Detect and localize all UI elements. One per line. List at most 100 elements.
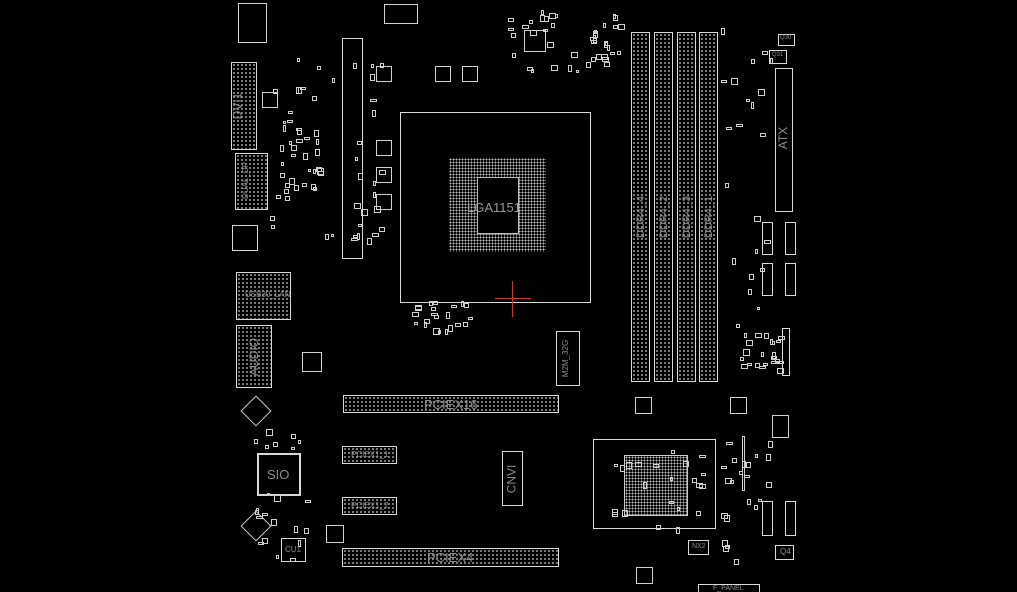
header[interactable] bbox=[785, 263, 796, 296]
smd-pad bbox=[312, 96, 318, 102]
smd-pad bbox=[274, 495, 282, 503]
cpu-socket[interactable]: LGA1151 bbox=[400, 112, 591, 303]
audio-connector[interactable]: AUDIO bbox=[236, 325, 272, 388]
smd-pad bbox=[270, 225, 275, 230]
smd-pad bbox=[771, 340, 775, 345]
smd-pad bbox=[455, 323, 462, 328]
pciex4-label: PCIEX4 bbox=[427, 550, 474, 565]
smd-pad bbox=[670, 450, 675, 455]
smd-pad bbox=[284, 182, 290, 188]
smd-pad bbox=[551, 22, 556, 28]
smd-pad bbox=[620, 464, 626, 472]
q31-chip[interactable]: Q31 bbox=[769, 50, 787, 64]
dimm-slot-1[interactable]: DDR4_1 bbox=[699, 32, 718, 382]
dimm-slot-2[interactable]: DDR4_2 bbox=[654, 32, 673, 382]
smd-pad bbox=[642, 482, 647, 490]
mosfet bbox=[376, 140, 392, 156]
header[interactable] bbox=[762, 222, 773, 255]
pciex1-2-slot[interactable]: PCIEX1_2 bbox=[342, 497, 397, 515]
smd-pad bbox=[656, 525, 662, 531]
f-panel-label: F_PANEL bbox=[713, 585, 744, 592]
pciex4-slot[interactable]: PCIEX4 bbox=[342, 548, 559, 567]
smd-pad bbox=[350, 237, 358, 241]
q4-chip[interactable]: Q4 bbox=[775, 545, 794, 560]
smd-pad bbox=[317, 66, 321, 71]
smd-pad bbox=[311, 184, 317, 191]
smd-pad bbox=[511, 33, 517, 39]
smd-pad bbox=[354, 156, 358, 161]
smd-pad bbox=[434, 315, 440, 320]
nx2-label: NX2 bbox=[692, 543, 706, 550]
header[interactable] bbox=[762, 501, 773, 536]
smd-pad bbox=[331, 77, 335, 83]
m2-slot[interactable]: M2M_32G bbox=[556, 331, 580, 386]
smd-pad bbox=[255, 515, 263, 519]
usb-lan-connector[interactable]: USB30_LAN bbox=[236, 272, 291, 320]
smd-pad bbox=[738, 470, 743, 475]
smd-pad bbox=[611, 512, 618, 518]
smd-pad bbox=[270, 215, 276, 221]
smd-pad bbox=[272, 442, 278, 448]
nx2-chip[interactable]: NX2 bbox=[688, 540, 709, 555]
pciex1-1-slot[interactable]: PCIEX1_1 bbox=[342, 446, 397, 464]
smd-pad bbox=[720, 80, 727, 84]
chip bbox=[384, 4, 418, 24]
smd-pad bbox=[313, 130, 319, 138]
header[interactable] bbox=[785, 222, 796, 255]
smd-pad bbox=[315, 138, 319, 145]
smd-pad bbox=[304, 528, 310, 535]
smd-pad bbox=[303, 152, 309, 160]
sio-chip[interactable]: SIO bbox=[257, 453, 301, 496]
smd-pad bbox=[261, 538, 268, 545]
f-panel-header[interactable]: F_PANEL bbox=[698, 584, 760, 592]
audio-label: AUDIO bbox=[247, 337, 262, 377]
smd-pad bbox=[287, 111, 293, 115]
smd-pad bbox=[590, 57, 596, 63]
smd-pad bbox=[304, 137, 311, 141]
atx-connector[interactable]: ATX bbox=[775, 68, 793, 212]
hdmi-connector[interactable] bbox=[232, 225, 258, 251]
smd-pad bbox=[264, 444, 269, 449]
smd-pad bbox=[610, 52, 616, 56]
dual-dp-connector[interactable]: DUAL_DP bbox=[235, 153, 268, 210]
q30-chip[interactable]: Q30 bbox=[778, 34, 795, 46]
pch-ball-grid bbox=[624, 455, 688, 516]
dimm-slot-3[interactable]: DDR4_3 bbox=[677, 32, 696, 382]
dimm-slot-4[interactable]: DDR4_4 bbox=[631, 32, 650, 382]
smd-pad bbox=[357, 172, 363, 180]
header[interactable] bbox=[782, 328, 790, 376]
smd-pad bbox=[614, 464, 619, 468]
vrm-strip[interactable] bbox=[342, 38, 363, 259]
smd-pad bbox=[275, 194, 281, 199]
smd-pad bbox=[293, 525, 298, 533]
smd-pad bbox=[379, 62, 384, 68]
smd-pad bbox=[735, 324, 740, 329]
cnvi-slot[interactable]: CNVI bbox=[502, 451, 523, 506]
smd-pad bbox=[770, 356, 777, 361]
header[interactable] bbox=[762, 263, 773, 296]
smd-pad bbox=[283, 189, 289, 195]
smd-pad bbox=[735, 123, 743, 127]
smd-pad bbox=[669, 501, 675, 505]
smd-pad bbox=[507, 18, 514, 23]
smd-pad bbox=[769, 57, 773, 64]
smd-pad bbox=[754, 216, 762, 223]
smd-pad bbox=[316, 167, 323, 173]
pciex16-slot[interactable]: PCIEX16 bbox=[343, 395, 559, 413]
q4-label: Q4 bbox=[780, 547, 791, 556]
pch-outline[interactable] bbox=[593, 439, 716, 529]
chip bbox=[262, 92, 278, 108]
smd-pad bbox=[567, 65, 572, 73]
smd-pad bbox=[275, 555, 279, 560]
smd-pad bbox=[622, 510, 629, 518]
smd-pad bbox=[432, 328, 440, 336]
smd-pad bbox=[296, 127, 303, 131]
header[interactable] bbox=[785, 501, 796, 536]
smd-pad bbox=[745, 339, 753, 346]
smd-pad bbox=[308, 168, 312, 172]
smd-pad bbox=[543, 28, 549, 32]
smd-pad bbox=[753, 505, 758, 511]
dvi-connector[interactable]: DVI1 bbox=[230, 62, 257, 150]
smd-pad bbox=[430, 312, 438, 316]
